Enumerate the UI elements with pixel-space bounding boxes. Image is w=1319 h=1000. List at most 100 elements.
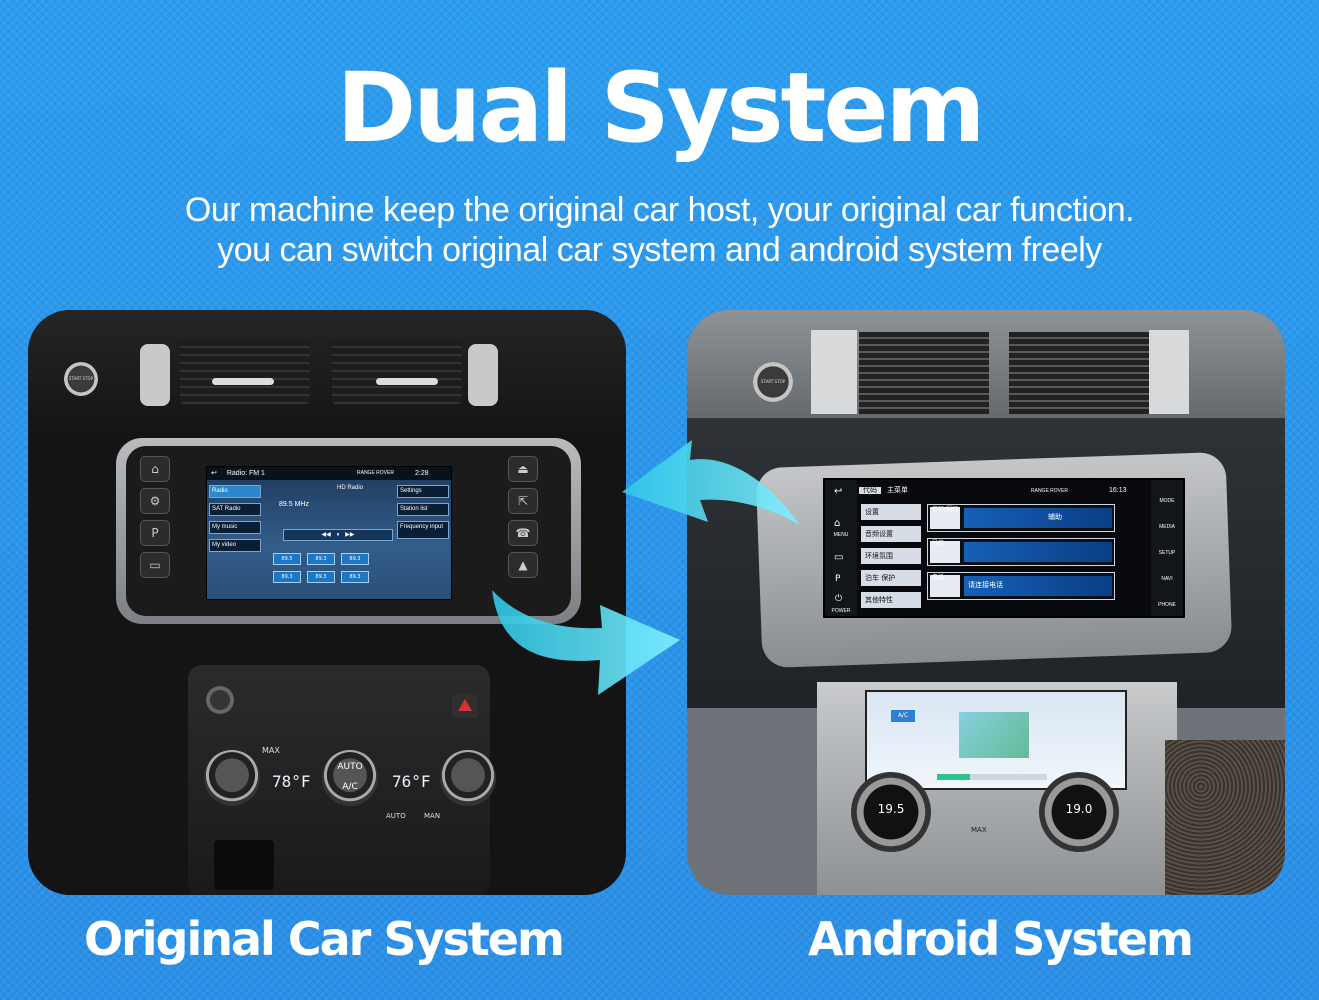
dashboard-top <box>28 310 626 430</box>
left-temp-readout: 78°F <box>272 772 311 791</box>
page-subtitle: Our machine keep the original car host, … <box>0 190 1319 270</box>
row-audio: 音频设置 <box>861 526 921 542</box>
card-phone-panel <box>964 576 1112 596</box>
original-radio-screen: ↩ Radio: FM 1 RANGE ROVER 2:28 Radio SAT… <box>206 466 452 600</box>
preset-6: 89.3 <box>341 571 369 583</box>
menu-settings: Settings <box>397 485 449 498</box>
card-phone-label: 电话 <box>932 574 945 581</box>
mode-label: MODE <box>1159 498 1175 504</box>
subtitle-line-2: you can switch original car system and a… <box>217 231 1102 269</box>
card-audio-video-text: 辅助 <box>1048 513 1062 521</box>
volume-knob <box>206 686 234 714</box>
left-temp-knob <box>204 750 260 806</box>
android-screen: ↩ ⌂ MENU ▭ P ⏻ POWER 代码 主菜单 RANGE ROVER … <box>823 478 1185 618</box>
air-vent-right <box>332 340 462 404</box>
hd-radio-label: HD Radio <box>337 485 364 491</box>
menu-icon: ⌂ <box>834 518 841 529</box>
air-vent-left <box>180 340 310 404</box>
row-ambient: 环境氛围 <box>861 548 921 564</box>
hazard-button <box>452 694 478 718</box>
row-other: 其他特性 <box>861 592 921 608</box>
card-navigation-panel <box>964 542 1112 562</box>
android-left-buttons: ↩ ⌂ MENU ▭ P ⏻ POWER <box>825 480 857 616</box>
nav-arrow-button: ▲ <box>508 552 538 578</box>
menu-sat-radio: SAT Radio <box>209 503 261 516</box>
fan-level-bar <box>937 774 1047 780</box>
vent-slider-right <box>376 378 438 385</box>
media-label: MEDIA <box>1159 524 1175 530</box>
power-label: POWER <box>831 608 851 614</box>
camera-icon: ▭ <box>834 552 844 563</box>
android-clock: 16:13 <box>1109 487 1127 494</box>
card-phone: 电话 请连接电话 <box>927 572 1115 600</box>
android-right-buttons: MODE MEDIA SETUP NAVI PHONE <box>1151 480 1183 616</box>
card-audio-video-panel <box>964 508 1112 528</box>
menu-label: MENU <box>833 532 849 538</box>
card-navigation-label: 导航 <box>932 540 945 547</box>
back-icon: ↩ <box>834 486 843 497</box>
auto-fan-label: AUTO <box>386 812 406 820</box>
vent-frame-right <box>468 344 498 406</box>
vent-frame-left <box>140 344 170 406</box>
right-temp-knob-right <box>1039 772 1119 852</box>
left-temp-readout-right: 19.5 <box>877 802 905 816</box>
phone-label: PHONE <box>1158 602 1176 608</box>
back-icon: ↩ <box>211 470 217 477</box>
tab-title: 主菜单 <box>886 487 908 494</box>
right-temp-knob <box>440 750 496 806</box>
compass-icon <box>930 541 960 563</box>
air-vent-right-r <box>1009 332 1149 414</box>
power-icon: ⏻ <box>835 594 843 604</box>
menu-radio: Radio <box>209 485 261 498</box>
nav-button: ⇱ <box>508 488 538 514</box>
clock: 2:28 <box>415 470 429 477</box>
parking-icon: P <box>835 574 841 584</box>
navi-label: NAVI <box>1161 576 1173 582</box>
menu-station-list: Station list <box>397 503 449 516</box>
eject-button: ⏏ <box>508 456 538 482</box>
film-icon <box>930 507 960 529</box>
left-temp-knob-right <box>851 772 931 852</box>
radio-band-label: Radio: FM 1 <box>226 470 265 477</box>
right-temp-readout: 76°F <box>392 772 431 791</box>
preset-1: 89.5 <box>273 553 301 565</box>
page-title: Dual System <box>336 52 985 164</box>
preset-4: 89.3 <box>273 571 301 583</box>
start-stop-button: START STOP <box>64 362 98 396</box>
menu-frequency-input: Frequency input <box>397 521 449 539</box>
subtitle-line-1: Our machine keep the original car host, … <box>184 191 1135 229</box>
row-parking: 泊车 保护 <box>861 570 921 586</box>
phone-icon <box>930 575 960 597</box>
camera-button: ▭ <box>140 552 170 578</box>
preset-2: 89.3 <box>307 553 335 565</box>
brand-logo: RANGE ROVER <box>357 470 394 476</box>
card-audio-video-label: 音频/视频 <box>932 506 959 513</box>
menu-my-music: My music <box>209 521 261 534</box>
home-button: ⌂ <box>140 456 170 482</box>
air-vent-left-r <box>859 332 989 414</box>
airflow-diagram <box>959 712 1029 758</box>
preset-5: 89.3 <box>307 571 335 583</box>
ac-button: A/C <box>891 710 915 722</box>
tab-active: 代码 <box>859 487 881 494</box>
row-settings: 设置 <box>861 504 921 520</box>
setup-label: SETUP <box>1158 550 1176 556</box>
center-fan-knob <box>322 750 378 806</box>
parking-button: P <box>140 520 170 546</box>
caption-original: Original Car System <box>84 912 565 966</box>
card-phone-text: 请连接电话 <box>968 581 1003 589</box>
tune-controls: ◀◀ ⏸ ▶▶ <box>283 529 393 541</box>
vent-slider-left <box>212 378 274 385</box>
original-system-photo: START STOP ⌂ ⚙ P ▭ ⏏ ⇱ ☎ ▲ ↩ Radio: FM 1… <box>28 310 626 895</box>
frequency-readout: 89.5 MHz <box>279 501 309 508</box>
max-label-right: MAX <box>971 826 987 834</box>
vent-frame-left-r <box>811 330 857 414</box>
lower-tray <box>214 840 274 890</box>
phone-button: ☎ <box>508 520 538 546</box>
vent-frame-right-r <box>1149 330 1189 414</box>
android-system-photo: START STOP ↩ ⌂ MENU ▭ P ⏻ POWER 代码 主菜单 R… <box>687 310 1285 895</box>
radio-top-bar: ↩ Radio: FM 1 RANGE ROVER 2:28 <box>207 467 451 480</box>
right-temp-readout-right: 19.0 <box>1065 802 1093 816</box>
brand-logo-right: RANGE ROVER <box>1031 488 1068 494</box>
floor-mat <box>1165 740 1285 895</box>
